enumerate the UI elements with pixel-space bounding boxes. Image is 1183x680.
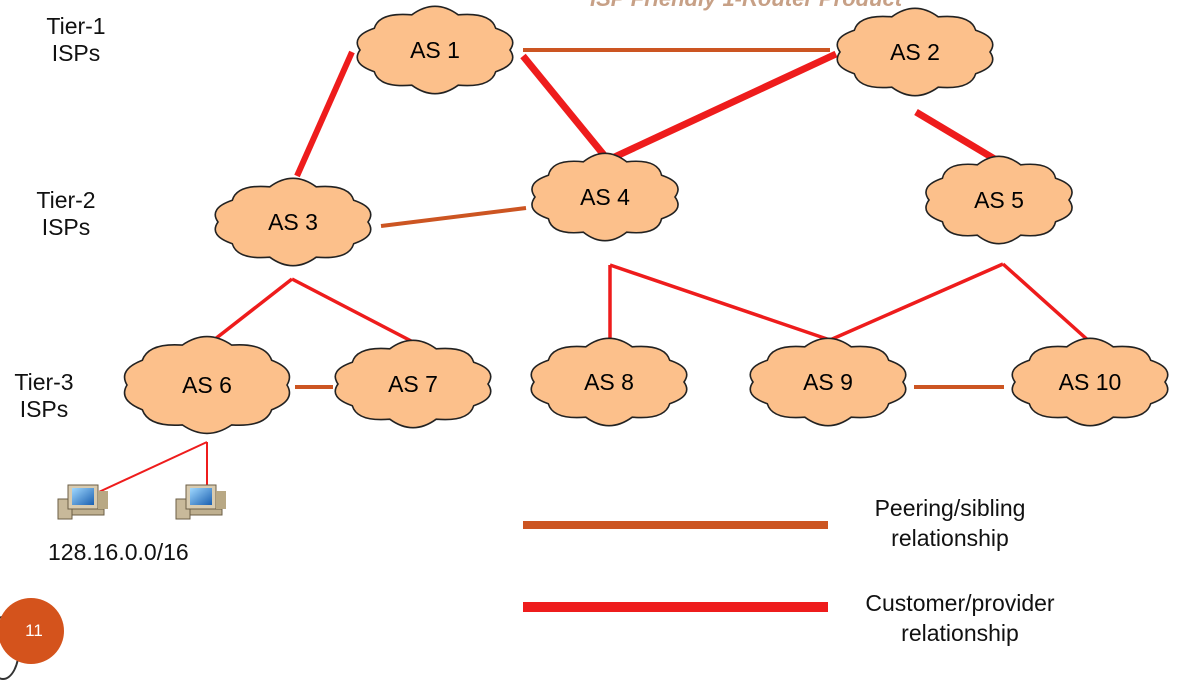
cloud-shape xyxy=(531,152,679,242)
as-label: AS 5 xyxy=(974,187,1024,213)
as-label: AS 6 xyxy=(182,372,232,398)
cloud-shape xyxy=(530,337,688,427)
cloud-shape xyxy=(214,177,372,267)
cloud-shape xyxy=(925,155,1073,245)
edge-as3-as6-customer-provider xyxy=(208,277,294,345)
edge-as3-as4-peering xyxy=(380,206,527,228)
edge-as3-as7-customer-provider xyxy=(291,277,416,345)
page-number-badge: 11 xyxy=(0,598,64,664)
edge-as1-as3-customer-provider xyxy=(294,50,355,178)
edge-as2-as4-customer-provider xyxy=(606,50,838,164)
edge-as1-as4-customer-provider xyxy=(520,53,611,163)
as-label: AS 7 xyxy=(388,371,438,397)
as-cloud-as4: AS 4 xyxy=(531,152,679,242)
diagram-canvas: AS 1 AS 2 AS 3 AS 4 AS 5 AS 6 AS 7 AS 8 AS 9 AS 1… xyxy=(57,5,1169,612)
edge-as5-as10-customer-provider xyxy=(1001,262,1092,344)
cloud-shape xyxy=(334,339,492,429)
tier3-label: Tier-3 ISPs xyxy=(14,369,74,422)
cloud-shape xyxy=(356,5,514,95)
cloud-shape xyxy=(836,7,994,97)
as-cloud-as1: AS 1 xyxy=(356,5,514,95)
cloud-shape xyxy=(123,335,291,435)
as-cloud-as5: AS 5 xyxy=(925,155,1073,245)
tier1-label: Tier-1 ISPs xyxy=(46,13,106,66)
edge-as4-as9-customer-provider xyxy=(609,263,831,342)
as-cloud-as6: AS 6 xyxy=(123,335,291,435)
edge-as5-as9-customer-provider xyxy=(829,262,1004,342)
top-title-fragment: ISP Friendly 1-Router Product xyxy=(590,0,902,12)
computer-icon xyxy=(175,484,226,520)
edge-as2-as5-customer-provider xyxy=(914,108,1005,168)
computer-icon xyxy=(57,484,108,520)
as-cloud-as2: AS 2 xyxy=(836,7,994,97)
cloud-shape xyxy=(749,337,907,427)
as-label: AS 1 xyxy=(410,37,460,63)
host-link-left xyxy=(87,441,208,498)
as-label: AS 10 xyxy=(1059,369,1122,395)
legend-peering-label: Peering/sibling relationship xyxy=(874,495,1026,551)
as-label: AS 3 xyxy=(268,209,318,235)
tier2-label: Tier-2 ISPs xyxy=(36,187,96,240)
legend-customer-label: Customer/provider relationship xyxy=(865,590,1055,646)
as-cloud-as7: AS 7 xyxy=(334,339,492,429)
end-hosts xyxy=(57,441,226,520)
as-label: AS 4 xyxy=(580,184,630,210)
host-prefix: 128.16.0.0/16 xyxy=(48,539,189,565)
as-label: AS 8 xyxy=(584,369,634,395)
as-cloud-as10: AS 10 xyxy=(1011,337,1169,427)
as-label: AS 2 xyxy=(890,39,940,65)
cloud-shape xyxy=(1011,337,1169,427)
as-label: AS 9 xyxy=(803,369,853,395)
as-cloud-as8: AS 8 xyxy=(530,337,688,427)
as-cloud-as3: AS 3 xyxy=(214,177,372,267)
as-cloud-as9: AS 9 xyxy=(749,337,907,427)
